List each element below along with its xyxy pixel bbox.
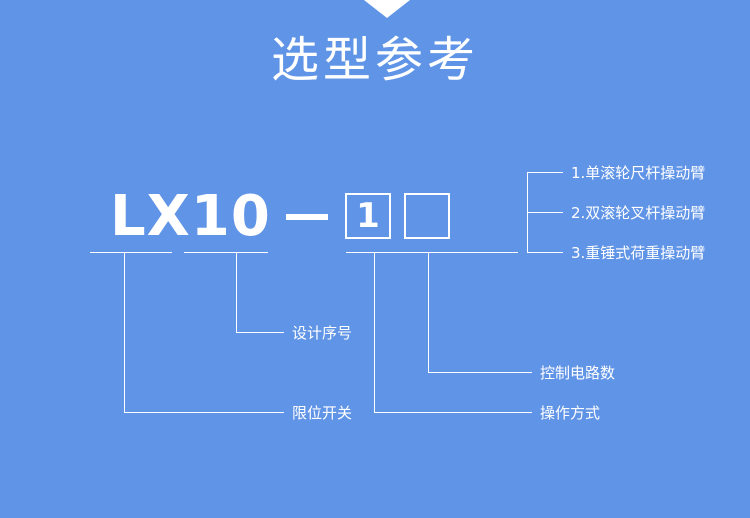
- options-bracket-bottom: [527, 252, 563, 253]
- label-limit-switch: 限位开关: [292, 404, 353, 422]
- label-circuit-count: 控制电路数: [540, 364, 616, 382]
- top-notch-triangle: [364, 0, 410, 18]
- connector-design-horizontal: [236, 332, 284, 333]
- connector-limit-vertical: [124, 253, 125, 413]
- model-prefix: LX10: [110, 184, 271, 249]
- connector-operation-horizontal: [374, 412, 532, 413]
- options-bracket-top: [527, 172, 563, 173]
- connector-circuit-horizontal: [428, 372, 532, 373]
- option-label-3: 3.重锤式荷重操动臂: [571, 244, 706, 262]
- model-code-box-1: 1: [345, 193, 391, 239]
- connector-limit-horizontal: [124, 412, 284, 413]
- model-dash: [286, 214, 328, 220]
- connector-design-vertical: [236, 253, 237, 333]
- label-operation-mode: 操作方式: [540, 404, 601, 422]
- option-label-1: 1.单滚轮尺杆操动臂: [571, 164, 706, 182]
- page-title: 选型参考: [270, 32, 479, 88]
- options-bracket-middle: [527, 212, 563, 213]
- connector-operation-vertical: [374, 253, 375, 413]
- underline-design: [184, 252, 268, 253]
- label-design-number: 设计序号: [292, 324, 353, 342]
- option-label-2: 2.双滚轮叉杆操动臂: [571, 204, 706, 222]
- connector-circuit-vertical: [428, 253, 429, 373]
- model-code-box-2: [404, 193, 450, 239]
- underline-series: [90, 252, 172, 253]
- underline-codes: [346, 252, 518, 253]
